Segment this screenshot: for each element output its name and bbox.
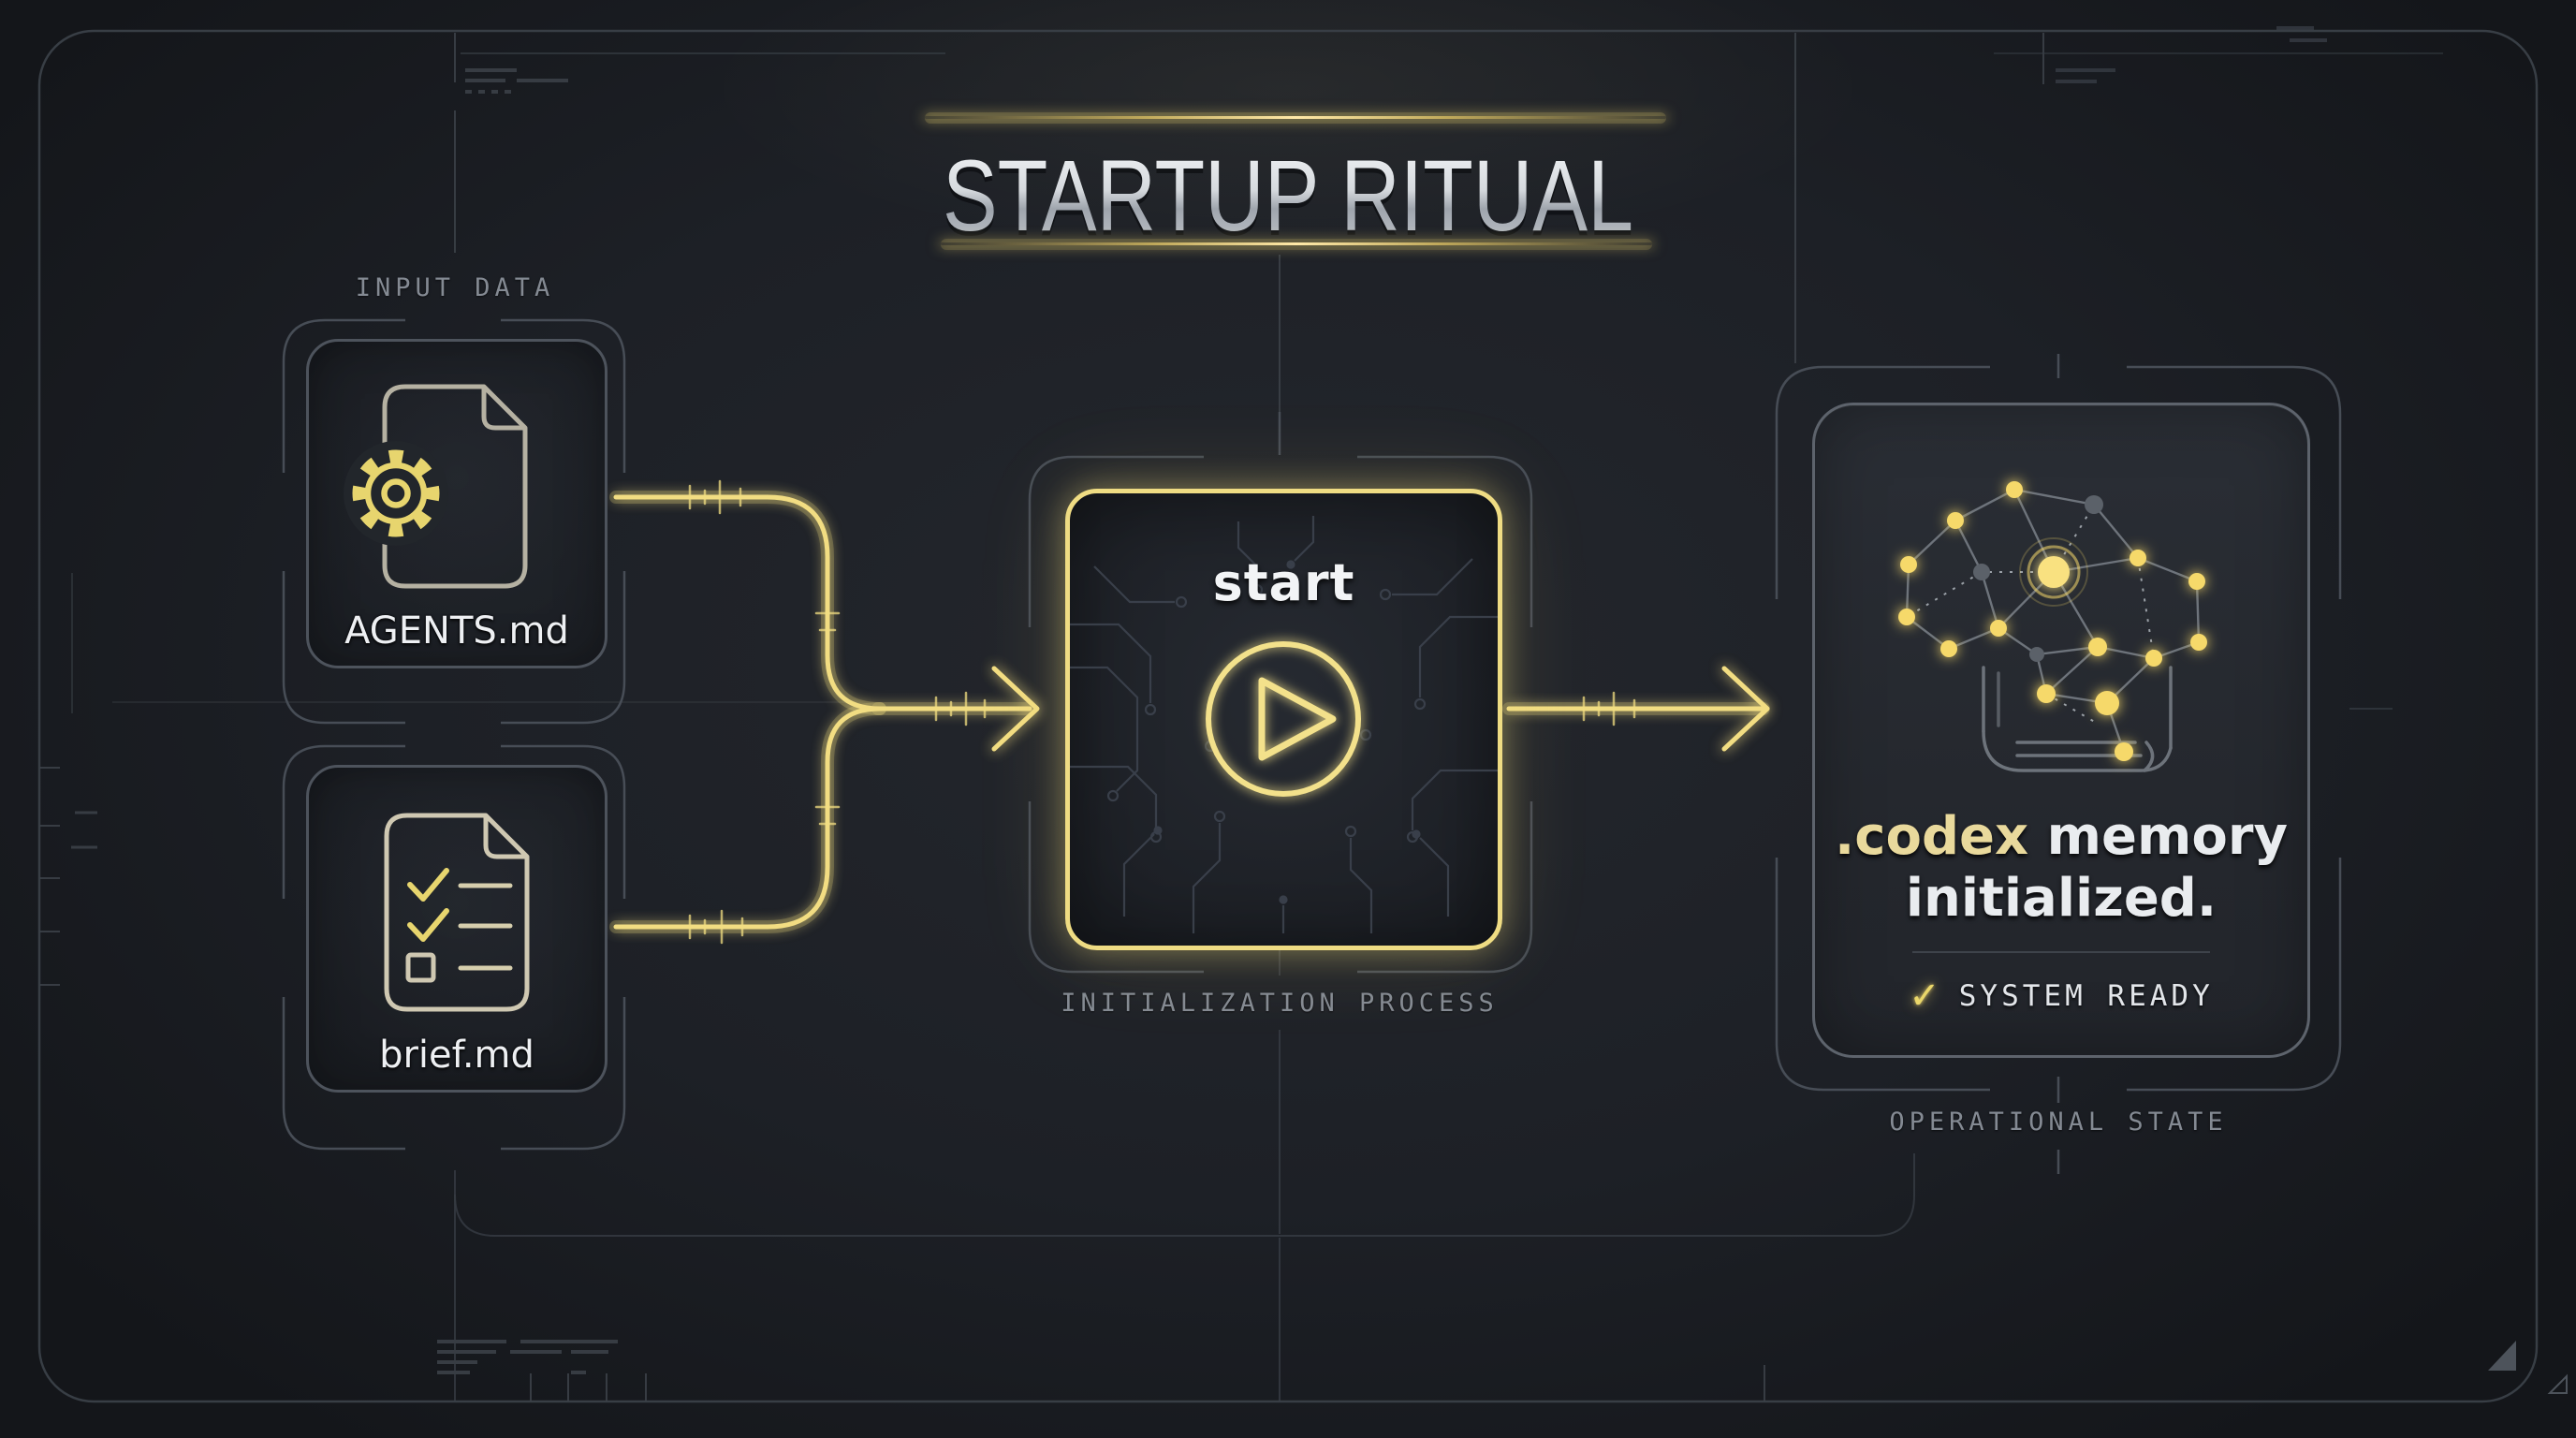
arrowhead-icon bbox=[991, 666, 1040, 752]
result-message: .codex memory initialized. bbox=[1815, 806, 2307, 930]
title-top-glow-line bbox=[925, 116, 1666, 119]
circuit-pattern bbox=[1070, 516, 1498, 933]
input-data-label: INPUT DATA bbox=[355, 273, 555, 302]
play-icon[interactable] bbox=[1206, 641, 1361, 797]
check-icon: ✓ bbox=[1909, 975, 1940, 1018]
result-line2: initialized. bbox=[1905, 868, 2217, 929]
checklist-document-icon bbox=[384, 813, 530, 1012]
brain-book-icon bbox=[1898, 481, 2207, 772]
hud-lines bbox=[39, 26, 2443, 1401]
brief-file-card[interactable]: brief.md bbox=[306, 765, 607, 1093]
result-line1: .codex memory bbox=[1815, 806, 2307, 868]
title-bottom-glow-line bbox=[941, 242, 1652, 245]
initialization-process-label: INITIALIZATION PROCESS bbox=[1061, 989, 1499, 1018]
status-card: .codex memory initialized. ✓ SYSTEM READ… bbox=[1812, 403, 2310, 1058]
brief-card-bracket bbox=[282, 744, 626, 1151]
system-ready-label: SYSTEM READY bbox=[1958, 979, 2214, 1013]
operational-state-label: OPERATIONAL STATE bbox=[1889, 1108, 2228, 1137]
divider bbox=[1912, 951, 2210, 953]
arrowhead-icon bbox=[1721, 666, 1770, 752]
start-button-label: start bbox=[1212, 553, 1355, 612]
start-panel-bracket bbox=[1028, 412, 1533, 974]
agents-file-label: AGENTS.md bbox=[344, 609, 569, 653]
system-ready-status: ✓ SYSTEM READY bbox=[1815, 975, 2307, 1018]
agents-card-bracket bbox=[282, 318, 626, 725]
brief-file-label: brief.md bbox=[379, 1034, 534, 1077]
page-title: STARTUP RITUAL bbox=[943, 139, 1633, 252]
result-line1-rest: memory bbox=[2028, 806, 2288, 867]
book-icon bbox=[1982, 666, 2173, 772]
flow-arrows bbox=[609, 479, 1770, 945]
flow-line-brief bbox=[613, 706, 883, 930]
gear-document-icon bbox=[344, 384, 528, 589]
agents-file-card[interactable]: AGENTS.md bbox=[306, 339, 607, 668]
corner-triangle-icon bbox=[2488, 1341, 2568, 1394]
flow-line-agents bbox=[613, 494, 883, 712]
status-card-bracket bbox=[1775, 354, 2342, 1174]
start-panel[interactable]: start bbox=[1065, 489, 1502, 950]
gear-icon bbox=[352, 449, 440, 537]
codex-accent-text: .codex bbox=[1835, 806, 2029, 867]
page-title-shadow: STARTUP RITUAL bbox=[943, 143, 1633, 257]
outer-frame bbox=[37, 29, 2539, 1403]
